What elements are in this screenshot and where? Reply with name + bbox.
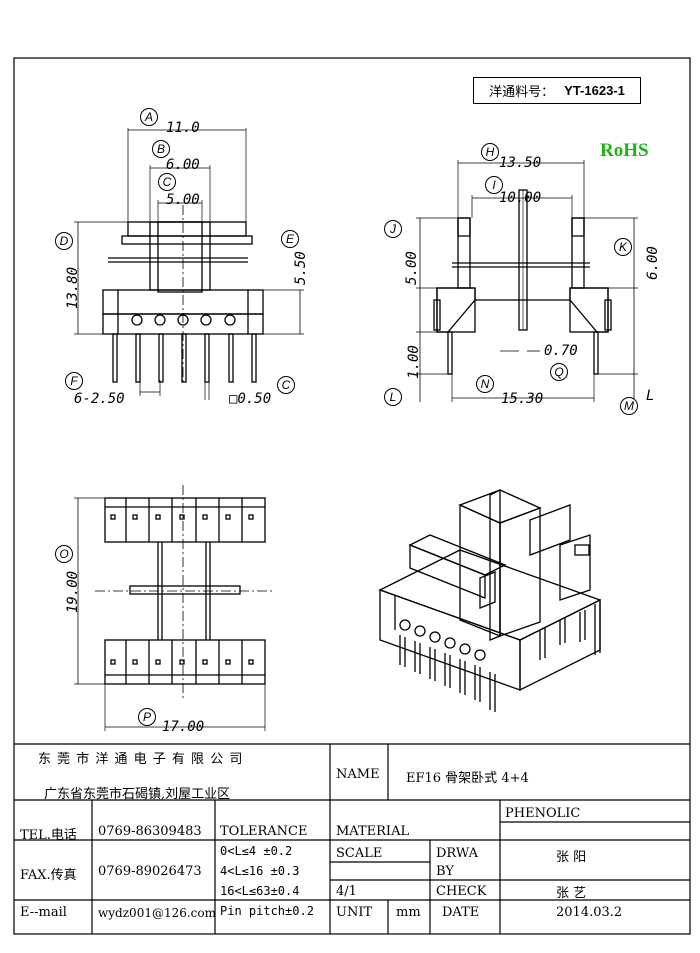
label-i: I — [485, 176, 503, 194]
date-value: 2014.03.2 — [556, 905, 623, 920]
bottom-view — [74, 485, 275, 731]
company-name: 东 莞 市 洋 通 电 子 有 限 公 司 — [38, 752, 244, 767]
company-address: 广东省东莞市石碣镇,刘屋工业区 — [44, 787, 231, 802]
check-label: CHECK — [436, 884, 487, 899]
name-label: NAME — [336, 767, 380, 782]
tel-value: 0769-86309483 — [98, 824, 202, 839]
tolerance-3: 16<L≤63±0.4 — [220, 884, 300, 898]
dim-o: 19.00 — [65, 570, 82, 614]
dim-e: 5.50 — [292, 251, 309, 285]
label-e: E — [281, 230, 299, 248]
material-label: MATERIAL — [336, 824, 410, 839]
part-number-value: YT-1623-1 — [564, 83, 625, 98]
isometric-view — [378, 488, 602, 712]
fax-value: 0769-89026473 — [98, 864, 202, 879]
unit-label: UNIT — [336, 905, 373, 920]
label-h: H — [481, 143, 499, 161]
label-o: O — [55, 545, 73, 563]
tolerance-label: TOLERANCE — [220, 824, 308, 839]
email-label: E--mail — [20, 905, 67, 920]
dim-q: 0.70 — [544, 343, 578, 359]
label-n: N — [476, 375, 494, 393]
label-c: C — [158, 173, 176, 191]
rohs-mark: RoHS — [600, 140, 649, 161]
dim-m: L — [646, 388, 655, 404]
drawing-border — [13, 57, 691, 935]
unit-value: mm — [396, 905, 421, 920]
label-d: D — [55, 232, 73, 250]
checked-by: 张 艺 — [556, 886, 587, 901]
scale-label: SCALE — [336, 846, 383, 861]
dim-h: 13.50 — [499, 155, 542, 171]
part-number-label: 洋通料号： — [489, 85, 555, 100]
material-value: PHENOLIC — [505, 806, 581, 821]
dim-k: 6.00 — [644, 246, 661, 280]
dim-j: 5.00 — [403, 251, 420, 285]
dim-pin: □0.50 — [229, 391, 272, 407]
front-view — [74, 128, 304, 400]
dim-d: 13.80 — [65, 266, 82, 310]
label-m: M — [620, 397, 638, 415]
label-b: B — [152, 140, 170, 158]
title-block — [14, 743, 690, 934]
tolerance-4: Pin pitch±0.2 — [220, 904, 314, 918]
name-value: EF16 骨架卧式 4+4 — [406, 771, 529, 786]
email-value: wydz001@126.com — [98, 906, 217, 920]
label-f: F — [65, 372, 83, 390]
label-j: J — [384, 220, 402, 238]
date-label: DATE — [442, 905, 480, 920]
label-q: Q — [550, 363, 568, 381]
label-p: P — [138, 708, 156, 726]
dim-p: 17.00 — [162, 719, 205, 735]
tolerance-1: 0<L≤4 ±0.2 — [220, 844, 293, 858]
label-g: C — [277, 376, 295, 394]
dim-c: 5.00 — [166, 192, 200, 208]
scale-value: 4/1 — [336, 884, 357, 899]
dim-n: 15.30 — [501, 391, 544, 407]
dim-i: 10.00 — [499, 190, 542, 206]
tolerance-2: 4<L≤16 ±0.3 — [220, 864, 300, 878]
tel-label: TEL.电话 — [20, 828, 77, 843]
by-label: BY — [436, 864, 454, 879]
dim-a: 11.0 — [166, 120, 200, 136]
drwa-label: DRWA — [436, 846, 479, 861]
label-a: A — [140, 108, 158, 126]
drawn-by: 张 阳 — [556, 850, 587, 865]
dim-l: 1.00 — [405, 345, 422, 379]
side-view — [416, 160, 638, 404]
dim-b: 6.00 — [166, 157, 200, 173]
dim-pitch: 6-2.50 — [74, 391, 125, 407]
part-number-box: 洋通料号： YT-1623-1 — [473, 77, 641, 104]
label-k: K — [614, 238, 632, 256]
label-l: L — [384, 388, 402, 406]
fax-label: FAX.传真 — [20, 868, 77, 883]
